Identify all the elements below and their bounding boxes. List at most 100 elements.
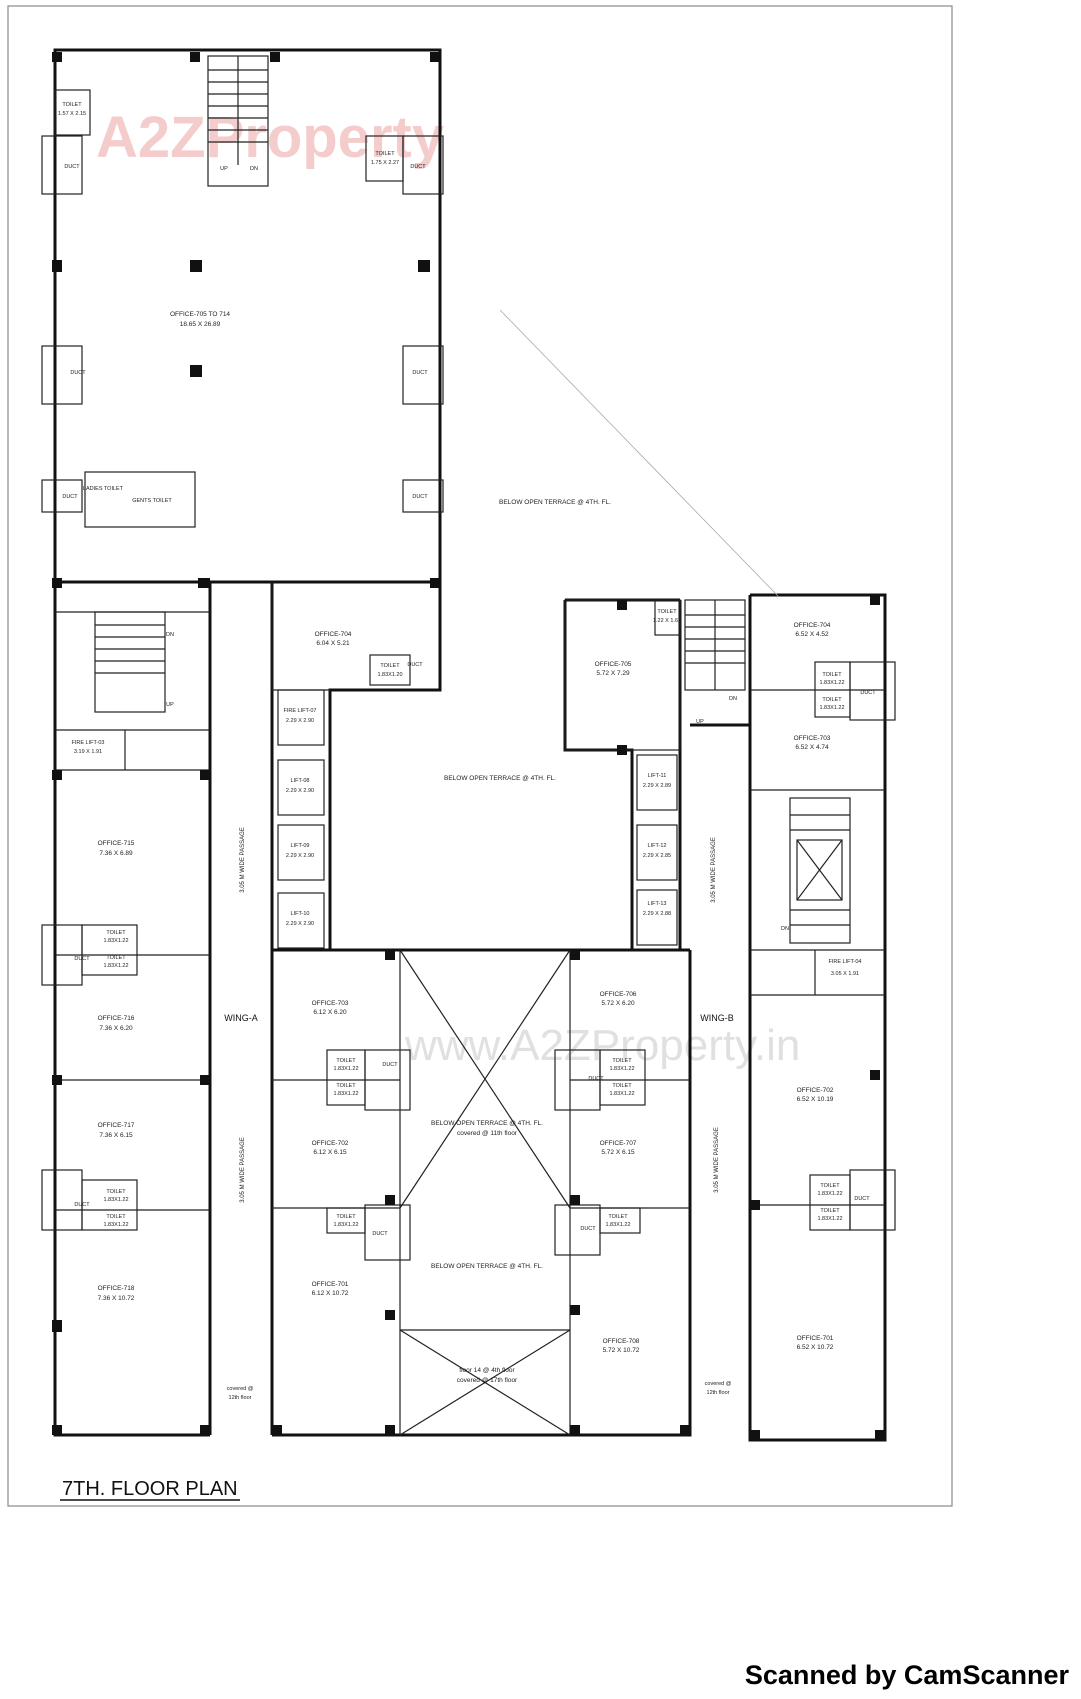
column [52, 1075, 62, 1085]
office-label: OFFICE-702 [312, 1140, 349, 1147]
toilet-label: TOILET [820, 1183, 840, 1189]
toilet-label: TOILET [336, 1214, 356, 1220]
covered-note: 12th floor [707, 1390, 730, 1396]
column [430, 52, 440, 62]
column [617, 600, 627, 610]
lift-size: 2.29 X 2.90 [286, 921, 314, 927]
toilet-label: TOILET [820, 1208, 840, 1214]
column [570, 950, 580, 960]
toilet-size: 1.83X1.22 [609, 1091, 634, 1097]
toilet-room [369, 654, 411, 686]
office-label: OFFICE-717 [98, 1122, 135, 1129]
lift-size: 3.19 X 1.91 [74, 749, 102, 755]
lift-cross [796, 839, 843, 901]
wall [563, 600, 634, 950]
void-cross [399, 949, 571, 1209]
toilet-size: 1.83X1.22 [605, 1222, 630, 1228]
toilet-room [326, 1049, 366, 1106]
duct-label: DUCT [382, 1062, 398, 1068]
office-label: OFFICE-703 [312, 1000, 349, 1007]
stair-dn-label: DN [250, 166, 258, 172]
office-size: 6.12 X 6.15 [313, 1149, 347, 1156]
office-size: 6.52 X 4.74 [795, 744, 829, 751]
toilet-room [84, 471, 196, 528]
toilet-size: 1.83X1.22 [333, 1066, 358, 1072]
lift-label: FIRE LIFT-03 [71, 740, 104, 746]
terrace-label: BELOW OPEN TERRACE @ 4TH. FL. [431, 1120, 543, 1127]
passage-label: 3.05 M WIDE PASSAGE [711, 837, 717, 903]
watermark-top: A2ZProperty [96, 105, 444, 170]
duct-label: DUCT [70, 370, 86, 376]
toilet-size: 1.83X1.22 [103, 1197, 128, 1203]
toilet-size: 1.83X1.22 [819, 680, 844, 686]
toilet-label: TOILET [336, 1083, 356, 1089]
toilet-size: 1.83X1.22 [333, 1222, 358, 1228]
office-label: OFFICE-716 [98, 1015, 135, 1022]
column [430, 578, 440, 588]
toilet-label: TOILET [62, 102, 82, 108]
toilet-label: TOILET [106, 1189, 126, 1195]
terrace-label: floor 14 @ 4th floor [459, 1367, 515, 1374]
toilet-label: TOILET [106, 1214, 126, 1220]
terrace-label: BELOW OPEN TERRACE @ 4TH. FL. [444, 775, 556, 782]
toilet-label: TOILET [612, 1083, 632, 1089]
column [385, 1425, 395, 1435]
column [52, 578, 62, 588]
lift-10 [277, 892, 325, 949]
terrace-label: covered @ 11th floor [457, 1130, 518, 1137]
lift-size: 2.29 X 2.89 [643, 783, 671, 789]
duct [41, 479, 83, 513]
office-label: OFFICE-701 [312, 1281, 349, 1288]
column [870, 1070, 880, 1080]
column [52, 52, 62, 62]
office-label: OFFICE-705 TO 714 [170, 311, 230, 318]
office-label: OFFICE-708 [603, 1338, 640, 1345]
office-label: OFFICE-704 [315, 631, 352, 638]
duct-label: DUCT [74, 956, 90, 962]
toilet-size: 1.83X1.20 [377, 672, 402, 678]
toilet-room [809, 1174, 851, 1231]
lift-11 [636, 754, 678, 811]
office-size: 7.36 X 6.20 [99, 1025, 133, 1032]
column [270, 52, 280, 62]
wall-left-tower [53, 582, 210, 1437]
stair-wing-b [789, 797, 851, 944]
office-size: 6.52 X 4.52 [795, 631, 829, 638]
column [750, 1430, 760, 1440]
drawing-border [7, 5, 953, 1507]
duct-label: DUCT [410, 164, 426, 170]
lift-size: 2.29 X 2.90 [286, 853, 314, 859]
column [272, 1425, 282, 1435]
office-label: OFFICE-704 [794, 622, 831, 629]
toilet-label: TOILET [375, 151, 395, 157]
lift-label: FIRE LIFT-04 [828, 959, 861, 965]
terrace-label: BELOW OPEN TERRACE @ 4TH. FL. [499, 499, 611, 506]
lift-12 [636, 824, 678, 881]
duct-label: DUCT [372, 1231, 388, 1237]
office-size: 5.72 X 7.29 [596, 670, 630, 677]
toilet-label: TOILET [608, 1214, 628, 1220]
toilet-size: 1.83X1.22 [609, 1066, 634, 1072]
office-label: OFFICE-715 [98, 840, 135, 847]
office-size: 6.12 X 6.20 [313, 1009, 347, 1016]
office-size: 7.36 X 10.72 [98, 1295, 135, 1302]
office-label: OFFICE-718 [98, 1285, 135, 1292]
lift-label: LIFT-13 [648, 901, 667, 907]
lift-size: 2.29 X 2.85 [643, 853, 671, 859]
toilet-room [599, 1049, 646, 1106]
column [52, 1425, 62, 1435]
stair-up-label: UP [166, 702, 174, 708]
covered-note: covered @ [227, 1386, 254, 1392]
lift-label: LIFT-09 [291, 843, 310, 849]
toilet-label: TOILET [336, 1058, 356, 1064]
office-size: 6.12 X 10.72 [312, 1290, 349, 1297]
column [190, 260, 202, 272]
column [200, 770, 210, 780]
duct-label: DUCT [407, 662, 423, 668]
office-size: 18.65 X 26.89 [180, 321, 221, 328]
toilet-size: 1.83X1.22 [819, 705, 844, 711]
column [385, 1195, 395, 1205]
toilet-label: TOILET [657, 609, 677, 615]
toilet-size: 1.83X1.22 [103, 1222, 128, 1228]
